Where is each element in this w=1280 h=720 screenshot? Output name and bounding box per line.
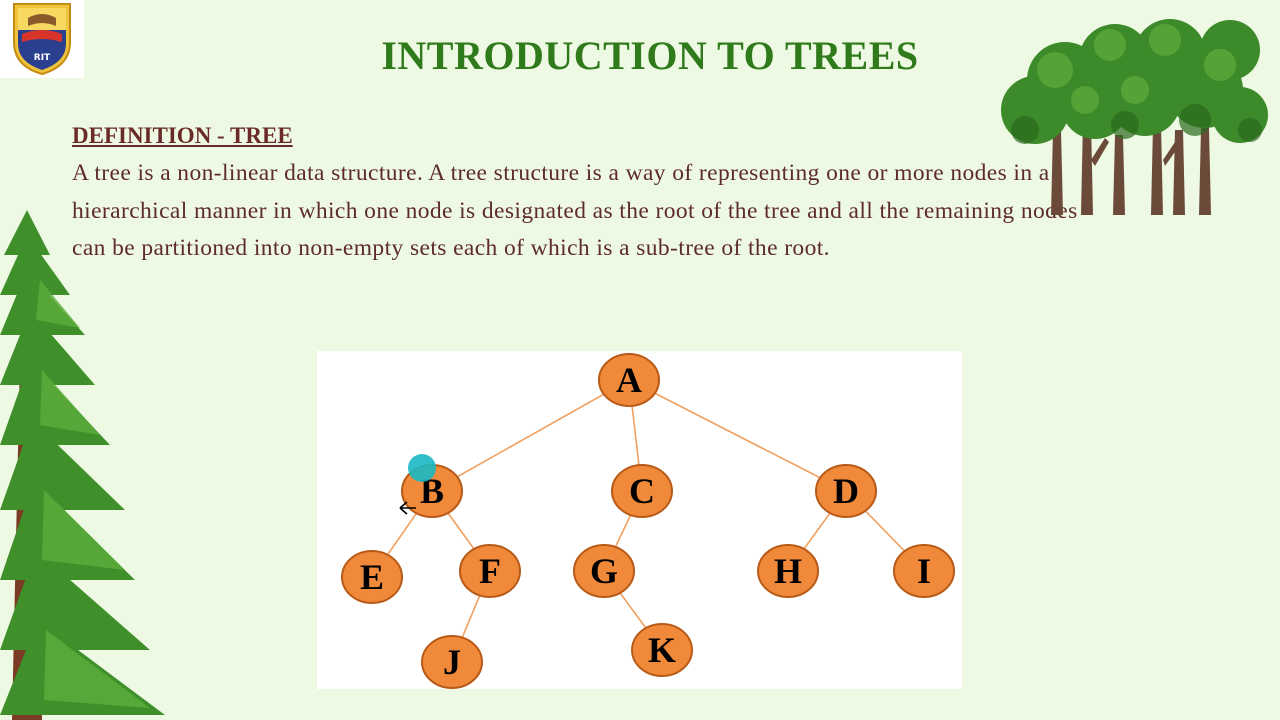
tree-node-circle [573, 544, 635, 598]
tree-node-circle [421, 635, 483, 689]
cursor-arrow-icon [398, 500, 418, 521]
tree-node-label: K [648, 630, 676, 670]
tree-node-label: D [833, 471, 859, 511]
tree-edge-a-b [431, 379, 630, 492]
tree-node-label: H [774, 551, 802, 591]
tree-edge-a-d [628, 379, 847, 492]
definition-text: A tree is a non-linear data structure. A… [72, 160, 1078, 261]
tree-node-label: A [616, 360, 642, 400]
pine-tree-icon [0, 210, 170, 720]
tree-node-label: C [629, 471, 655, 511]
tree-node-a: A [598, 353, 660, 407]
tree-node-i: I [893, 544, 955, 598]
tree-node-circle [459, 544, 521, 598]
tree-node-label: J [443, 642, 461, 682]
tree-node-label: E [360, 557, 384, 597]
tree-node-label: F [479, 551, 501, 591]
slide-title: INTRODUCTION TO TREES [381, 33, 919, 78]
tree-node-c: C [611, 464, 673, 518]
definition-heading: DEFINITION - TREE [72, 123, 293, 148]
tree-node-g: G [573, 544, 635, 598]
tree-node-d: D [815, 464, 877, 518]
tree-node-j: J [421, 635, 483, 689]
tree-node-circle [341, 550, 403, 604]
tree-group-icon [995, 10, 1275, 225]
logo-text: RIT [34, 53, 51, 63]
college-logo: RIT [0, 0, 84, 78]
tree-node-circle [598, 353, 660, 407]
tree-node-label: G [590, 551, 618, 591]
tree-node-circle [893, 544, 955, 598]
tree-node-circle [611, 464, 673, 518]
tree-node-circle [815, 464, 877, 518]
tree-node-k: K [631, 623, 693, 677]
tree-node-circle [757, 544, 819, 598]
tree-node-circle [631, 623, 693, 677]
tree-node-h: H [757, 544, 819, 598]
tree-node-label: I [917, 551, 931, 591]
pointer-highlight [408, 454, 436, 482]
tree-node-f: F [459, 544, 521, 598]
tree-node-e: E [341, 550, 403, 604]
college-crest-icon: RIT [13, 3, 71, 76]
